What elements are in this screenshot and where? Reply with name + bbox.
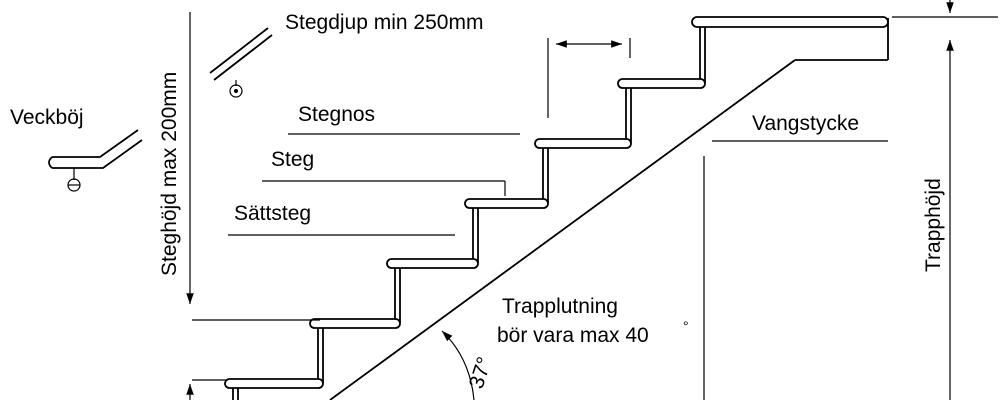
trapphojd-label: Trapphöjd xyxy=(922,178,945,272)
stegdjup-dimension xyxy=(547,38,631,118)
veckboj-handrail-icon xyxy=(48,129,143,192)
staircase-profile xyxy=(224,16,889,400)
vangstycke-label: Vangstycke xyxy=(752,112,859,135)
steg-label: Steg xyxy=(271,148,314,171)
veckboj-label: Veckböj xyxy=(10,106,84,129)
degree-sign: ° xyxy=(683,318,689,334)
trapplutning-max-label: bör vara max 40 xyxy=(497,324,649,347)
stegdjup-label: Stegdjup min 250mm xyxy=(285,11,483,34)
steghojd-dimension xyxy=(186,12,320,400)
angle-label: 37° xyxy=(465,354,497,391)
trapphojd-dimension xyxy=(892,0,998,400)
angle-arc xyxy=(441,330,475,400)
sattsteg-label: Sättsteg xyxy=(234,202,311,225)
trapplutning-label: Trapplutning xyxy=(502,295,618,318)
stegnos-label: Stegnos xyxy=(298,103,375,126)
handrail-icon xyxy=(209,27,273,98)
steghojd-label: Steghöjd max 200mm xyxy=(158,72,181,276)
